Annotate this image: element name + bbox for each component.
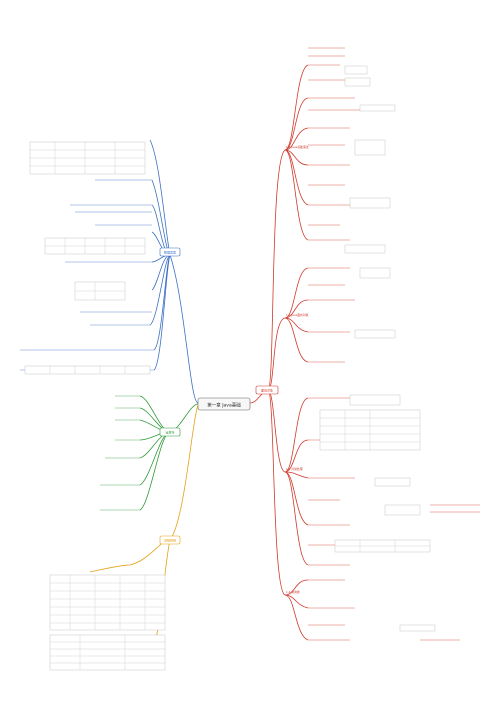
svg-text:1.3 异常处理: 1.3 异常处理 — [286, 467, 303, 471]
svg-text:1.1 Java基础语法: 1.1 Java基础语法 — [286, 145, 309, 149]
blue-table-small — [74, 281, 126, 301]
blue-table-top — [29, 141, 146, 175]
right-section-1: 1.1 Java基础语法 — [286, 145, 309, 149]
right-section-2: 1.2 Java面向对象 — [286, 313, 309, 317]
red-leaf-lines — [308, 47, 360, 641]
center-node: 第一章 Java基础 — [197, 397, 251, 411]
left-branch-green — [139, 395, 199, 511]
svg-text:运算符: 运算符 — [165, 430, 174, 435]
orange-table-2 — [49, 634, 166, 671]
green-leaf-lines — [100, 395, 140, 511]
right-section-4: 1.4 常用类 — [286, 590, 300, 594]
branch-label-orange: 流程控制 — [159, 535, 181, 545]
svg-text:1.4 常用类: 1.4 常用类 — [286, 590, 300, 594]
center-node-label: 第一章 Java基础 — [207, 402, 241, 409]
right-branch-red — [249, 64, 309, 641]
red-box-group — [319, 65, 436, 632]
red-table-grid — [320, 410, 430, 552]
svg-text:数据类型: 数据类型 — [164, 250, 176, 255]
branch-label-green: 运算符 — [159, 427, 181, 437]
left-branch-blue — [149, 139, 199, 404]
far-right-notes — [420, 504, 480, 641]
orange-table-1 — [49, 574, 166, 631]
svg-text:1.2 Java面向对象: 1.2 Java面向对象 — [286, 313, 309, 317]
right-section-3: 1.3 异常处理 — [286, 467, 303, 471]
branch-label-red: 面向对象 — [255, 385, 279, 395]
branch-label-blue: 数据类型 — [159, 247, 181, 257]
svg-text:流程控制: 流程控制 — [164, 538, 176, 543]
blue-table-bottom — [24, 365, 151, 375]
blue-leaf-lines — [20, 179, 154, 371]
blue-table-mid — [44, 237, 146, 255]
svg-text:面向对象: 面向对象 — [261, 388, 273, 393]
